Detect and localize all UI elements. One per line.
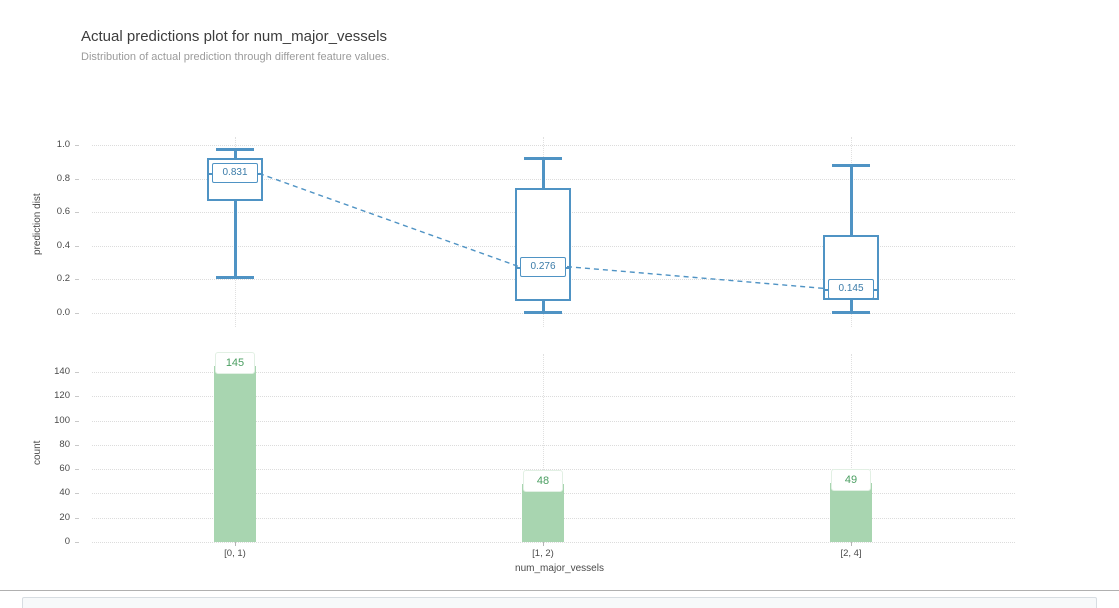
y-axis-tick-mark — [75, 469, 79, 471]
y-axis-tick-mark — [75, 542, 79, 543]
whisker-cap-upper — [216, 148, 254, 152]
gridline — [92, 396, 1015, 398]
y-axis-tick-mark — [75, 420, 79, 422]
x-axis-tick-label: [0, 1) — [224, 548, 246, 559]
y-axis-tick-mark — [75, 145, 79, 146]
whisker-upper — [542, 156, 545, 188]
x-axis-title: num_major_vessels — [515, 563, 604, 574]
page-subtitle: Distribution of actual prediction throug… — [81, 51, 390, 63]
bar-value-label: 145 — [215, 351, 255, 374]
boxplot-y-axis-title: prediction dist — [32, 193, 43, 255]
footer-divider — [0, 590, 1119, 591]
x-axis-tick-label: [1, 2) — [532, 548, 554, 559]
y-axis-tick-mark — [75, 396, 79, 398]
y-axis-tick-label: 140 — [54, 366, 70, 377]
y-axis-tick-label: 0.2 — [56, 273, 70, 285]
gridline — [92, 469, 1015, 471]
median-trend-segment — [258, 172, 520, 268]
gridline — [92, 372, 1015, 373]
y-axis-tick-mark — [75, 517, 79, 519]
y-axis-tick-mark — [75, 372, 79, 373]
y-axis-tick-mark — [75, 178, 79, 180]
y-axis-tick-mark — [75, 245, 79, 247]
y-axis-tick-mark — [75, 444, 79, 446]
y-axis-tick-label: 20 — [59, 511, 70, 523]
whisker-cap-upper — [524, 156, 562, 160]
whisker-upper — [850, 163, 853, 235]
y-axis-tick-label: 1.0 — [56, 139, 70, 150]
box-iqr — [515, 188, 571, 301]
median-value-label: 0.831 — [212, 163, 258, 184]
bar[interactable] — [522, 483, 564, 542]
bar[interactable] — [214, 365, 256, 542]
y-axis-tick-label: 0.0 — [56, 307, 70, 318]
x-axis-tick-mark — [851, 542, 852, 546]
y-axis-tick-mark — [75, 212, 79, 214]
gridline — [92, 420, 1015, 422]
gridline — [92, 444, 1015, 446]
y-axis-tick-mark — [75, 279, 79, 281]
y-axis-tick-label: 60 — [59, 463, 70, 475]
x-axis-tick-mark — [543, 542, 544, 546]
whisker-lower — [850, 299, 853, 311]
y-axis-tick-label: 0 — [64, 536, 70, 547]
whisker-cap-lower — [832, 310, 870, 314]
y-axis-tick-mark — [75, 313, 79, 314]
x-axis-tick-mark — [235, 542, 236, 546]
whisker-lower — [542, 300, 545, 311]
y-axis-tick-label: 0.8 — [56, 172, 70, 184]
gridline — [92, 178, 1015, 180]
y-axis-tick-label: 0.6 — [56, 206, 70, 218]
gridline — [92, 145, 1015, 146]
whisker-cap-upper — [832, 163, 870, 167]
median-value-label: 0.276 — [520, 256, 566, 277]
y-axis-tick-mark — [75, 493, 79, 495]
x-axis-tick-label: [2, 4] — [840, 548, 862, 559]
page-title: Actual predictions plot for num_major_ve… — [81, 28, 387, 45]
y-axis-tick-label: 40 — [59, 487, 70, 499]
whisker-cap-lower — [216, 276, 254, 280]
category-guide-line — [543, 354, 544, 544]
y-axis-tick-label: 0.4 — [56, 239, 70, 251]
whisker-upper — [234, 148, 237, 158]
whisker-lower — [234, 201, 237, 277]
whisker-cap-lower — [524, 310, 562, 314]
bar-value-label: 49 — [831, 468, 871, 491]
bar-value-label: 48 — [523, 469, 563, 492]
y-axis-tick-label: 120 — [54, 390, 70, 402]
bar[interactable] — [830, 482, 872, 542]
footer-panel — [22, 597, 1097, 608]
median-trend-segment — [566, 265, 828, 290]
y-axis-tick-label: 100 — [54, 414, 70, 426]
y-axis-tick-label: 80 — [59, 438, 70, 450]
median-value-label: 0.145 — [828, 278, 874, 299]
gridline — [92, 542, 1015, 543]
category-guide-line — [851, 354, 852, 544]
